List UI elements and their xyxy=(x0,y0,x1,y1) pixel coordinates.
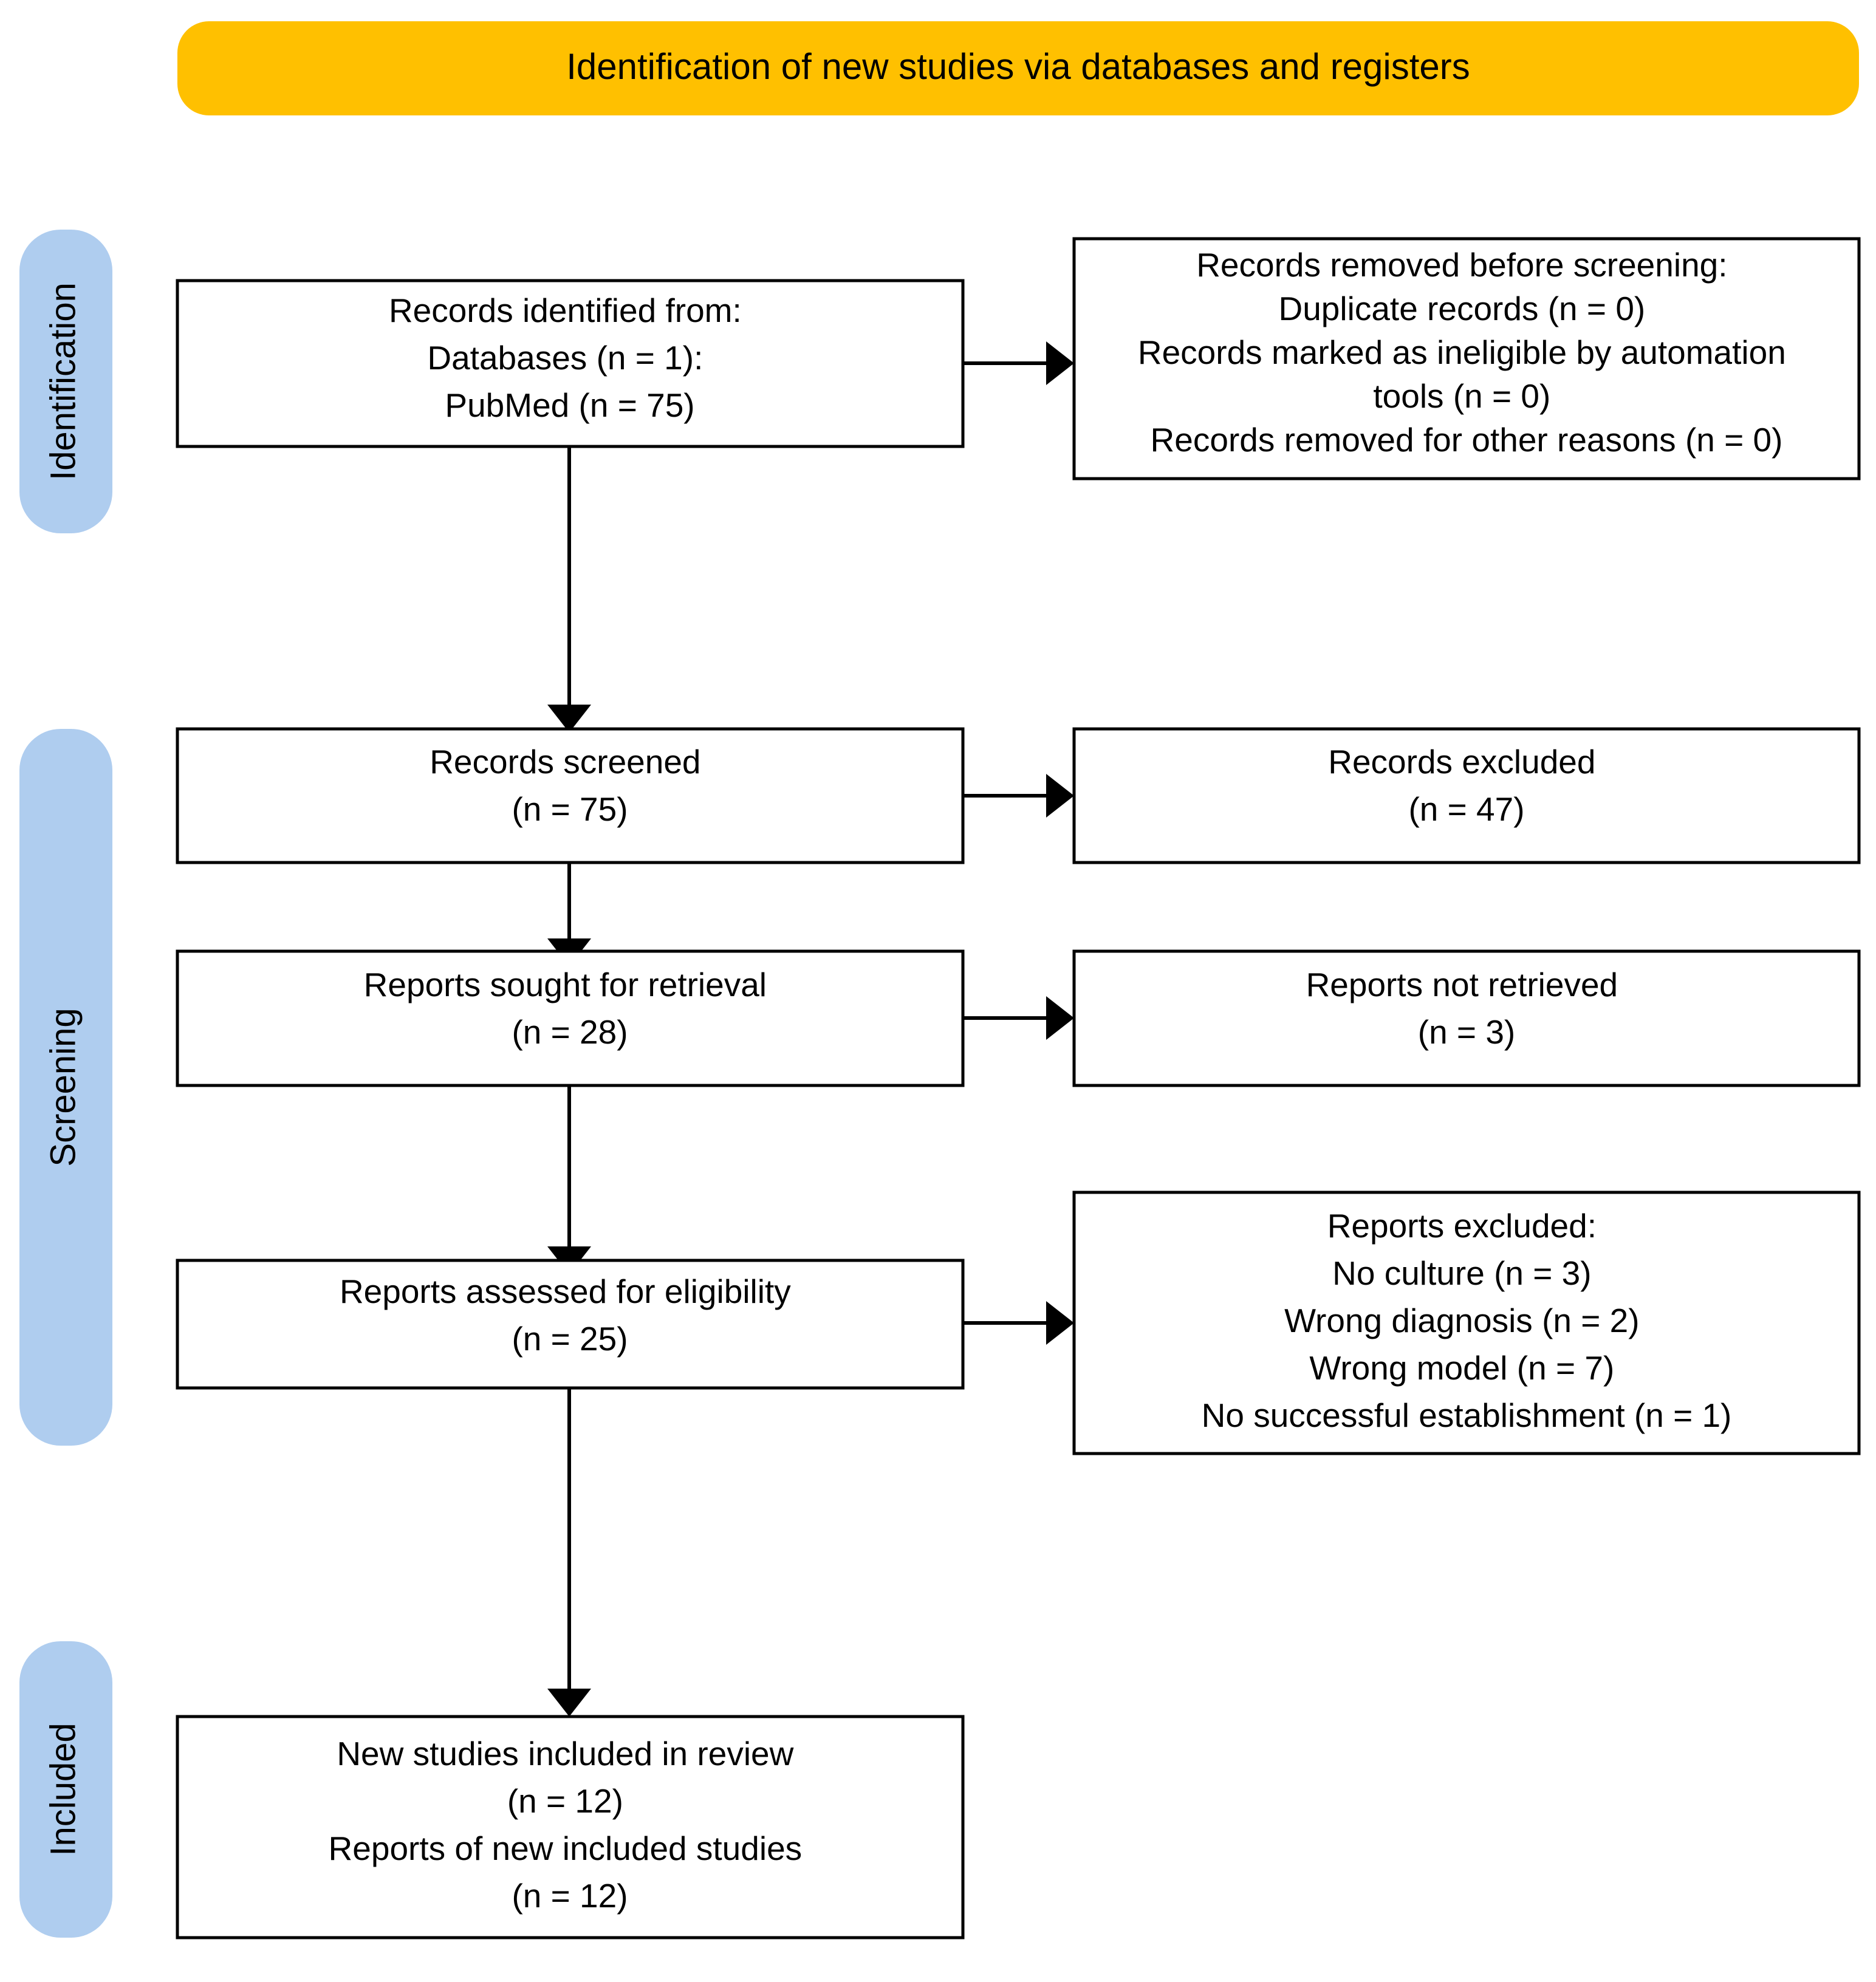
box-line: Records removed before screening: xyxy=(1196,246,1727,284)
arrow-sought-to-notretrieved-head xyxy=(1046,996,1074,1040)
arrow-identified-to-removed-head xyxy=(1046,341,1074,385)
box-line: New studies included in review xyxy=(337,1735,793,1772)
stage-label-identification: Identification xyxy=(43,282,83,480)
box-reports-assessed-label: Reports assessed for eligibility (n = 25… xyxy=(340,1273,800,1358)
box-line: Databases (n = 1): xyxy=(427,339,703,377)
box-line: No successful establishment (n = 1) xyxy=(1202,1396,1732,1434)
box-line: Records identified from: xyxy=(389,292,742,329)
box-line: Wrong model (n = 7) xyxy=(1309,1349,1614,1387)
box-records-screened-label: Records screened (n = 75) xyxy=(430,743,710,828)
box-line: Records marked as ineligible by automati… xyxy=(1138,333,1786,371)
box-new-studies-included-label: New studies included in review (n = 12) … xyxy=(329,1735,812,1915)
box-new-studies-included xyxy=(176,1715,965,1939)
box-line: (n = 12) xyxy=(512,1877,628,1915)
box-line: Records removed for other reasons (n = 0… xyxy=(1151,421,1783,459)
arrow-assessed-to-included-head xyxy=(547,1689,591,1717)
box-line: Wrong diagnosis (n = 2) xyxy=(1284,1302,1639,1339)
stage-bar-screening xyxy=(19,729,112,1446)
box-records-removed xyxy=(1072,237,1861,480)
box-records-screened xyxy=(176,727,965,864)
box-line: Reports not retrieved xyxy=(1306,966,1618,1003)
box-line: (n = 25) xyxy=(512,1320,628,1358)
box-line: PubMed (n = 75) xyxy=(445,386,694,424)
box-reports-not-retrieved xyxy=(1072,949,1861,1087)
box-reports-excluded xyxy=(1072,1191,1861,1455)
box-line: Reports assessed for eligibility xyxy=(340,1273,791,1310)
arrow-identified-to-screened-head xyxy=(547,705,591,733)
box-line: (n = 3) xyxy=(1418,1013,1516,1051)
box-records-excluded xyxy=(1072,727,1861,864)
box-reports-excluded-label: Reports excluded: No culture (n = 3) Wro… xyxy=(1202,1207,1732,1434)
stage-label-screening: Screening xyxy=(43,1008,83,1166)
stage-bar-identification xyxy=(19,230,112,533)
box-line: (n = 47) xyxy=(1408,790,1524,828)
box-reports-assessed xyxy=(176,1259,965,1390)
box-line: Duplicate records (n = 0) xyxy=(1278,290,1645,327)
banner-title: Identification of new studies via databa… xyxy=(566,46,1470,87)
box-line: Reports excluded: xyxy=(1327,1207,1597,1245)
box-line: Reports sought for retrieval xyxy=(364,966,767,1003)
box-line: (n = 75) xyxy=(512,790,628,828)
box-records-excluded-label: Records excluded (n = 47) xyxy=(1328,743,1605,828)
box-records-removed-label: Records removed before screening: Duplic… xyxy=(1138,246,1795,459)
arrow-screened-to-excluded-head xyxy=(1046,774,1074,818)
box-line: Records excluded xyxy=(1328,743,1595,781)
box-reports-sought xyxy=(176,949,965,1087)
box-line: Reports of new included studies xyxy=(329,1830,803,1867)
box-reports-not-retrieved-label: Reports not retrieved (n = 3) xyxy=(1306,966,1628,1051)
box-line: (n = 28) xyxy=(512,1013,628,1051)
stage-label-included: Included xyxy=(43,1723,83,1856)
box-records-identified-label: Records identified from: Databases (n = … xyxy=(389,292,751,424)
box-line: (n = 12) xyxy=(507,1782,623,1820)
stage-bar-included xyxy=(19,1641,112,1938)
box-line: tools (n = 0) xyxy=(1373,377,1550,415)
box-reports-sought-label: Reports sought for retrieval (n = 28) xyxy=(364,966,776,1051)
box-line: No culture (n = 3) xyxy=(1332,1254,1591,1292)
box-records-identified xyxy=(176,279,965,448)
box-line: Records screened xyxy=(430,743,700,781)
arrow-assessed-to-reportsexcluded-head xyxy=(1046,1301,1074,1345)
title-banner xyxy=(177,21,1859,115)
